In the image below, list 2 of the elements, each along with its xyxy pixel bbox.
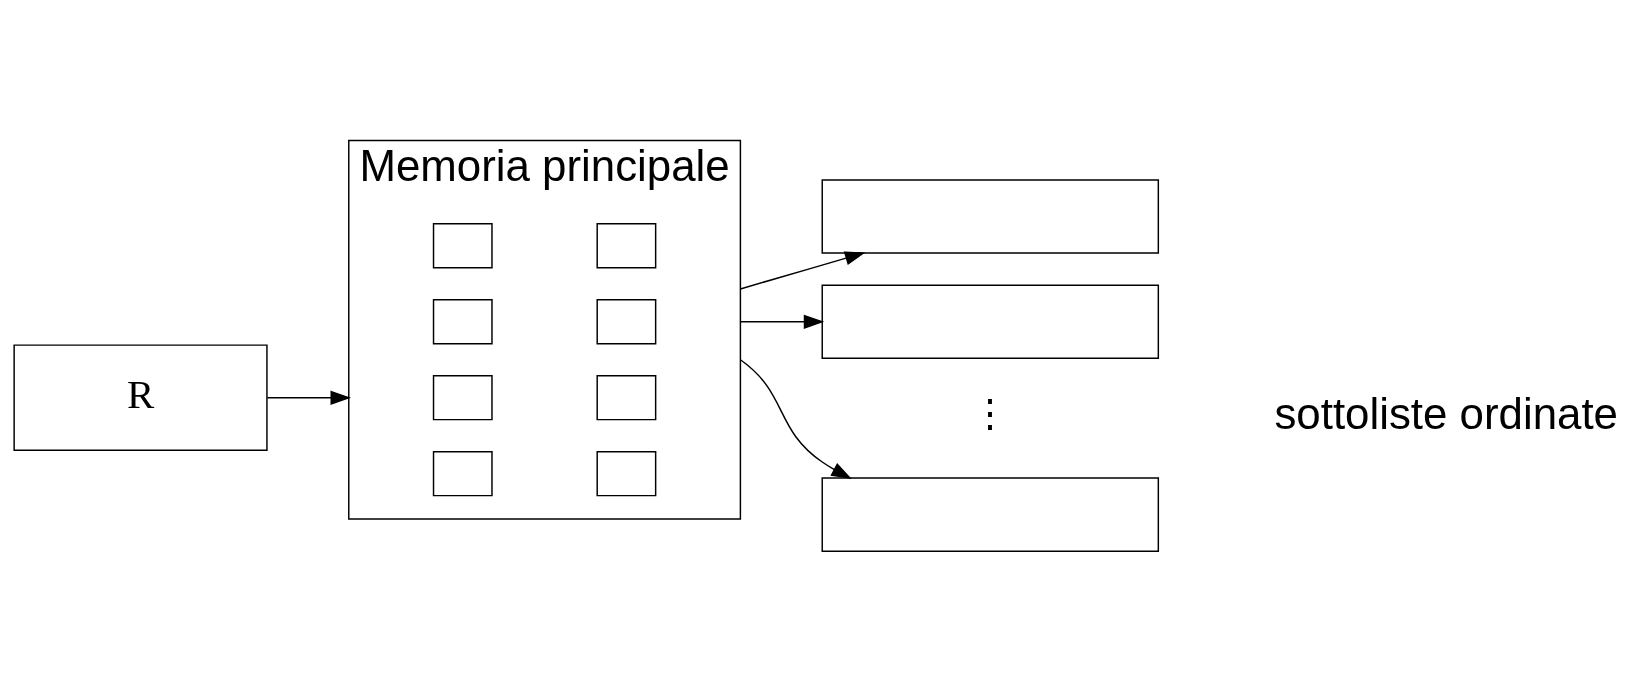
- label: sottoliste ordinate: [1274, 389, 1618, 439]
- label: ⋮: [971, 393, 1010, 436]
